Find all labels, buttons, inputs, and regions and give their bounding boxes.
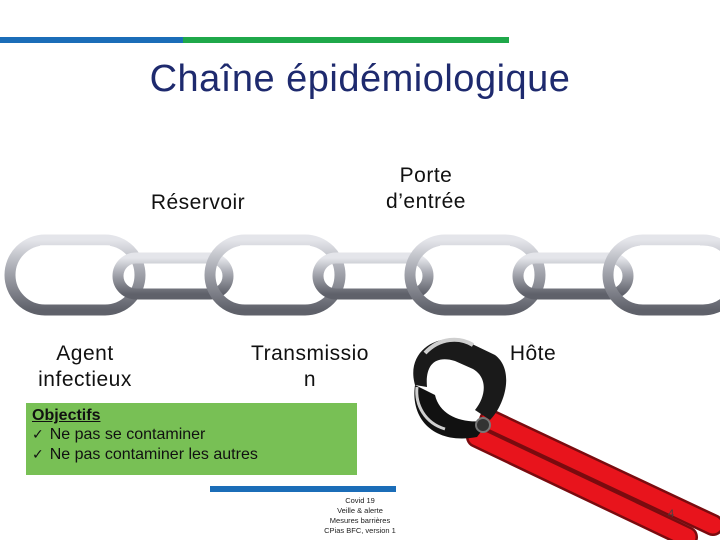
checkmark-icon: ✓ xyxy=(32,447,44,463)
label-hote: Hôte xyxy=(509,342,557,365)
objectives-heading: Objectifs xyxy=(32,407,101,424)
slide-footer: Covid 19 Veille & alerte Mesures barrièr… xyxy=(324,496,396,535)
label-agent-infectieux: Agent infectieux xyxy=(38,342,132,391)
label-porte-entree: Porte d’entrée xyxy=(386,164,466,213)
checkmark-icon: ✓ xyxy=(32,427,44,443)
chain-link xyxy=(602,234,720,316)
chain-illustration xyxy=(4,234,720,316)
chain-link xyxy=(404,234,546,316)
objective-item: ✓Ne pas contaminer les autres xyxy=(32,446,258,463)
objectives-box: Objectifs ✓Ne pas se contaminer ✓Ne pas … xyxy=(26,403,357,475)
bottom-bar-blue xyxy=(210,486,396,492)
chain-link xyxy=(112,252,234,300)
page-number: 4 xyxy=(668,508,675,520)
top-bar-blue xyxy=(0,37,183,43)
chain-link xyxy=(4,234,146,316)
label-reservoir: Réservoir xyxy=(150,191,246,214)
slide-title: Chaîne épidémiologique xyxy=(149,58,571,100)
chain-link xyxy=(512,252,634,300)
pliers-icon xyxy=(413,337,720,540)
objective-item: ✓Ne pas se contaminer xyxy=(32,426,206,443)
top-bar-green xyxy=(183,37,509,43)
chain-link xyxy=(312,252,434,300)
chain-link xyxy=(204,234,346,316)
label-transmission: Transmissio n xyxy=(251,342,369,391)
